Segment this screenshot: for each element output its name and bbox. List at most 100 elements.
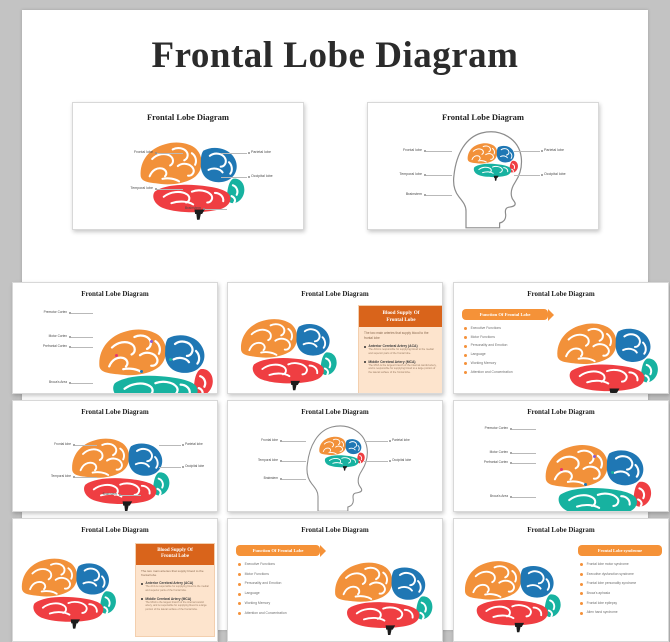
label-frontal-lobe: Frontal lobe [403, 148, 422, 152]
function-item: Working Memory [238, 601, 342, 606]
function-item: Executive Functions [238, 562, 342, 567]
page-title: Frontal Lobe Diagram [151, 35, 519, 76]
brain-illustration-wrap [458, 545, 576, 637]
bullet-icon [238, 563, 241, 567]
leader-line [71, 336, 93, 338]
bullet-icon [364, 345, 367, 348]
brain-illustration-wrap [15, 543, 131, 633]
bullet-icon [464, 344, 467, 348]
leader-dot [423, 150, 426, 153]
slide-lobes-2[interactable]: Frontal Lobe Diagram F [12, 400, 218, 512]
leader-line [157, 188, 183, 190]
syndrome-item-label: Alien hand syndrome [586, 610, 618, 615]
leader-line [71, 382, 93, 384]
marker-motor [114, 354, 118, 357]
label-premotor-cortex: Premotor Cortex [484, 426, 508, 430]
label-brocas-area: Broca's Area [49, 380, 67, 384]
slide-function-2[interactable]: Frontal Lobe Diagram F [227, 518, 443, 642]
leader-dot [154, 188, 157, 191]
leader-dot [509, 452, 512, 455]
head-silhouette-wrap [302, 421, 382, 511]
slide-featured-lobes[interactable]: Frontal Lobe Diagram F [72, 102, 304, 230]
function-item: Executive Functions [464, 326, 570, 331]
blood-supply-item-body: The ACA is responsible for supplying blo… [145, 585, 209, 593]
bullet-icon [141, 597, 144, 601]
syndrome-item: Alien hand syndrome [580, 610, 668, 615]
slide-blood-supply-1[interactable]: Frontal Lobe Diagram B [227, 282, 443, 394]
slide-blood-supply-2[interactable]: Frontal Lobe Diagram B [12, 518, 218, 642]
slide-function-1[interactable]: Frontal Lobe Diagram F [453, 282, 669, 394]
label-brainstem: Brainstem [405, 192, 422, 196]
leader-dot [279, 440, 282, 443]
slide-cortex-2[interactable]: Frontal Lobe Diagram P [453, 400, 669, 512]
bullet-icon [464, 336, 467, 340]
slide-featured-head[interactable]: Frontal Lobe Diagram [367, 102, 599, 230]
leader-line [282, 440, 306, 442]
syndrome-item-label: Frontal lobe motor syndrome [586, 562, 629, 566]
label-motor-cortex: Motor Cortex [489, 450, 508, 454]
label-temporal-lobe: Temporal lobe [130, 186, 153, 190]
function-panel-heading[interactable]: Function Of Frontal Lobe [462, 308, 554, 321]
leader-dot [181, 444, 184, 447]
slide-syndrome[interactable]: Frontal Lobe Diagram F [453, 518, 669, 642]
syndrome-panel-heading[interactable]: Frontal Lobe syndrome [578, 545, 662, 556]
slide-title: Frontal Lobe Diagram [146, 112, 229, 122]
function-item-label: Language [244, 591, 260, 596]
leader-dot [68, 346, 71, 349]
slide-title: Frontal Lobe Diagram [81, 290, 149, 298]
brain-illustration [72, 438, 170, 511]
leader-dot [72, 444, 75, 447]
slide-cortex-1[interactable]: Frontal Lobe Diagram P [12, 282, 218, 394]
leader-dot [247, 152, 250, 155]
brain-illustration-wrap [538, 431, 668, 511]
label-parietal-lobe: Parietal lobe [251, 150, 271, 154]
leader-dot [388, 440, 391, 443]
syndrome-item-label: Executive dysfunction syndrome [586, 571, 634, 576]
head-silhouette-wrap [448, 125, 538, 229]
slide-title: Frontal Lobe Diagram [527, 408, 595, 416]
function-item-label: Language [470, 352, 486, 357]
bullet-icon [464, 327, 467, 331]
brain-illustration [319, 436, 365, 471]
leader-dot [202, 208, 205, 211]
label-temporal-lobe: Temporal lobe [399, 172, 422, 176]
syndrome-item: Executive dysfunction syndrome [580, 571, 668, 577]
brain-illustration-wrap [133, 127, 261, 223]
leader-dot [509, 496, 512, 499]
presentation-page: Frontal Lobe Diagram Frontal Lobe Diagra… [12, 10, 669, 642]
brain-illustration [240, 319, 337, 391]
bullet-icon [238, 592, 241, 596]
label-frontal-lobe: Frontal lobe [261, 438, 278, 442]
leader-line [71, 312, 93, 314]
label-brocas-area: Broca's Area [490, 494, 508, 498]
label-parietal-lobe: Parietal lobe [544, 148, 564, 152]
leader-line [426, 174, 452, 176]
leader-line [514, 150, 540, 152]
leader-line [221, 176, 247, 178]
head-silhouette [306, 425, 368, 511]
bullet-icon [580, 592, 583, 596]
syndrome-item: Broca's aphasia [580, 591, 668, 596]
leader-line [512, 452, 536, 454]
slide-title: Frontal Lobe Diagram [301, 290, 369, 298]
slide-head-2[interactable]: Frontal Lobe Diagram [227, 400, 443, 512]
marker-premotor [592, 454, 596, 458]
label-occipital-lobe: Occipital lobe [392, 458, 412, 462]
leader-line [75, 476, 97, 478]
leader-dot [279, 478, 282, 481]
leader-line [71, 346, 93, 348]
bullet-icon [238, 612, 241, 616]
bullet-icon [464, 371, 467, 375]
leader-dot [540, 174, 543, 177]
function-item: Language [464, 352, 570, 357]
brain-illustration-wrap [550, 309, 668, 393]
leader-line [512, 496, 536, 498]
leader-line [75, 444, 97, 446]
function-panel-heading[interactable]: Function Of Frontal Lobe [236, 544, 326, 557]
label-parietal-lobe: Parietal lobe [185, 442, 203, 446]
